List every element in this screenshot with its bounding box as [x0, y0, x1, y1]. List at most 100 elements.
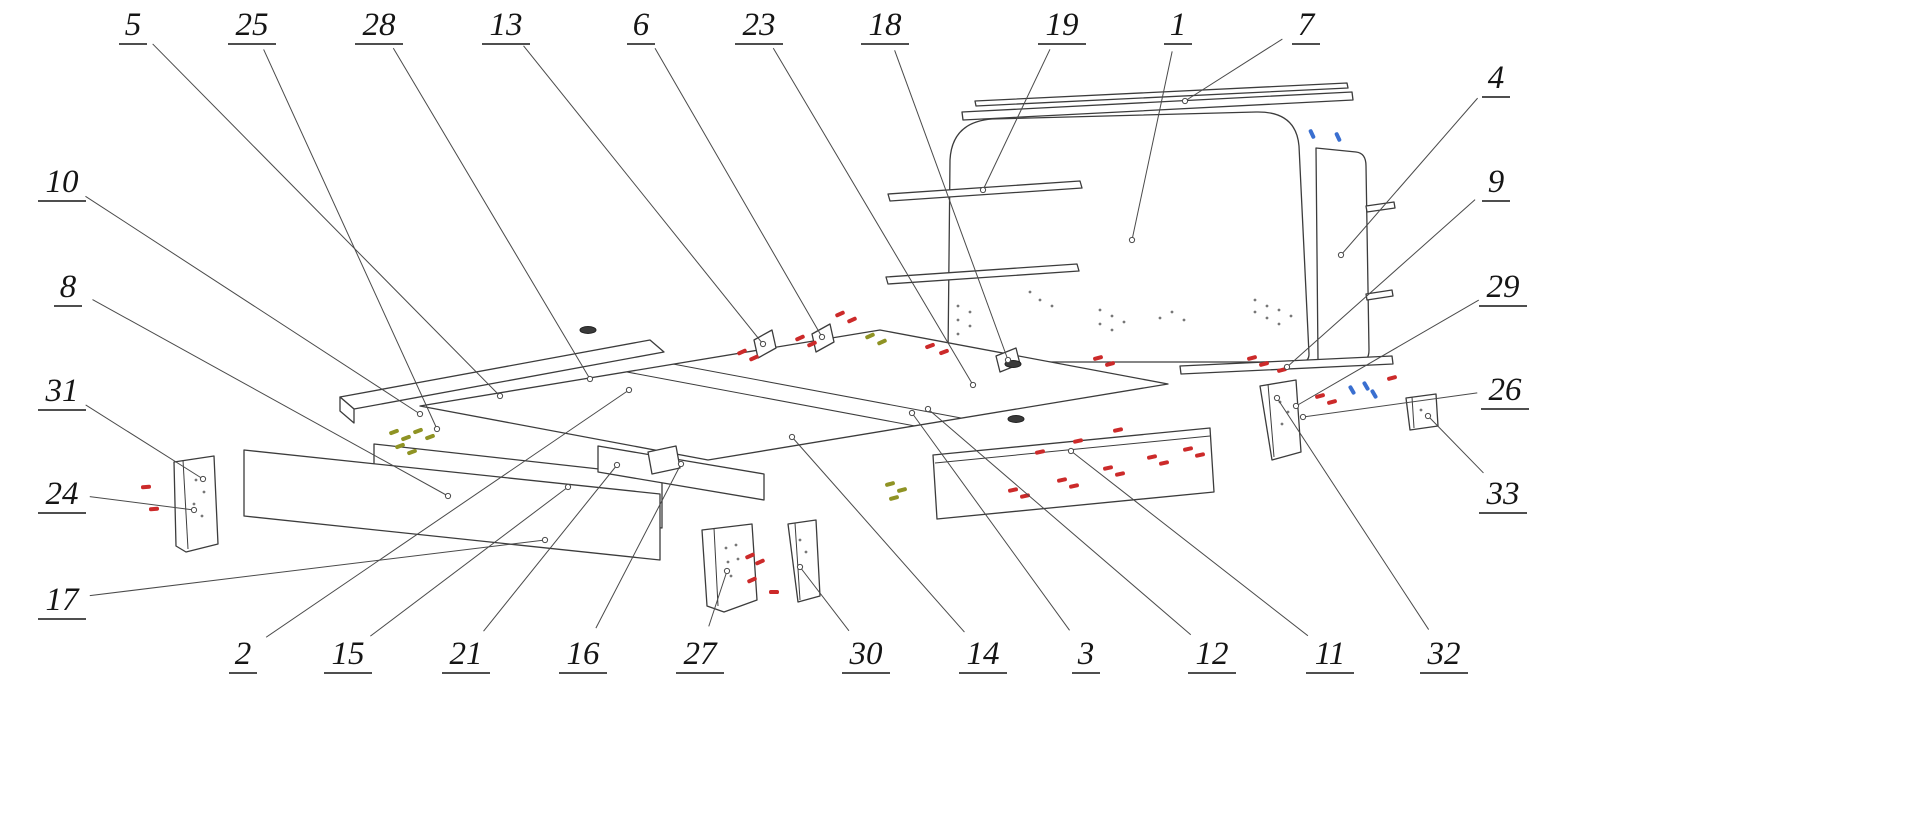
- leader-line-15: [370, 486, 569, 637]
- leader-line-7: [1184, 38, 1283, 102]
- leader-endpoint-6: [818, 333, 826, 341]
- blue-screw-icon: [1348, 385, 1356, 395]
- leader-line-18: [894, 50, 1009, 361]
- leader-line-32: [1276, 397, 1430, 630]
- leader-line-25: [263, 49, 438, 430]
- leader-endpoint-21: [613, 461, 621, 469]
- olive-screw-icon: [889, 495, 899, 501]
- knob-left: [579, 326, 597, 334]
- callout-3: 3: [1077, 636, 1095, 672]
- bracket-31-fold: [182, 459, 189, 550]
- callout-21: 21: [450, 636, 483, 672]
- leader-endpoint-31: [199, 475, 207, 483]
- leader-line-9: [1286, 199, 1476, 368]
- front-rail-outer: [243, 449, 661, 561]
- leader-endpoint-27: [723, 567, 731, 575]
- callout-26: 26: [1489, 372, 1523, 408]
- side-shelf-upper: [1365, 201, 1396, 213]
- leader-line-13: [523, 45, 764, 345]
- red-screw-icon: [1259, 361, 1269, 367]
- leader-endpoint-8: [444, 492, 452, 500]
- bracket-27-fold: [713, 527, 719, 607]
- red-screw-icon: [1113, 427, 1123, 433]
- leader-line-21: [483, 464, 618, 632]
- callout-18: 18: [869, 7, 903, 43]
- red-screw-icon: [737, 348, 747, 356]
- side-shelf-lower: [1365, 289, 1394, 301]
- leader-line-10: [85, 195, 421, 415]
- leader-line-24: [89, 496, 195, 511]
- leader-line-28: [392, 47, 591, 380]
- leader-line-3: [911, 412, 1070, 631]
- leader-line-31: [85, 404, 204, 480]
- red-screw-icon: [1183, 446, 1193, 452]
- callout-10: 10: [46, 164, 80, 200]
- callout-6: 6: [633, 7, 650, 43]
- knob-right: [1007, 415, 1025, 423]
- red-screw-icon: [747, 576, 757, 584]
- red-screw-icon: [148, 506, 160, 512]
- red-screw-icon: [749, 354, 759, 362]
- bracket-29: [1259, 379, 1302, 461]
- leader-endpoint-29: [1292, 402, 1300, 410]
- red-screw-icon: [755, 558, 765, 566]
- leader-line-17: [89, 539, 546, 597]
- red-screw-icon: [1247, 355, 1257, 361]
- callout-9: 9: [1488, 164, 1505, 200]
- callout-15: 15: [332, 636, 365, 672]
- callout-25: 25: [236, 7, 269, 43]
- callout-33: 33: [1486, 476, 1520, 512]
- callout-30: 30: [849, 636, 884, 672]
- olive-screw-icon: [425, 433, 435, 441]
- callout-8: 8: [60, 269, 77, 305]
- red-screw-icon: [769, 590, 779, 594]
- olive-screw-icon: [401, 434, 411, 442]
- deck-panel: [419, 329, 1169, 461]
- olive-screw-icon: [407, 448, 417, 456]
- leader-line-33: [1427, 415, 1484, 474]
- blue-screw-icon: [1334, 132, 1342, 142]
- red-screw-icon: [1159, 460, 1169, 466]
- leader-endpoint-5: [496, 392, 504, 400]
- leader-line-5: [152, 43, 501, 397]
- olive-screw-icon: [395, 442, 405, 450]
- leader-endpoint-3: [908, 409, 916, 417]
- leader-endpoint-13: [759, 340, 767, 348]
- leader-line-2: [265, 389, 630, 638]
- leader-line-26: [1302, 392, 1478, 418]
- leader-line-29: [1295, 299, 1480, 407]
- leader-endpoint-7: [1181, 97, 1189, 105]
- red-screw-icon: [835, 310, 845, 318]
- leader-line-27: [708, 570, 728, 627]
- callout-16: 16: [567, 636, 601, 672]
- leader-endpoint-11: [1067, 447, 1075, 455]
- leader-endpoint-30: [796, 563, 804, 571]
- leader-endpoint-32: [1273, 394, 1281, 402]
- red-screw-icon: [1103, 465, 1113, 471]
- red-screw-icon: [140, 484, 152, 490]
- leader-line-30: [799, 566, 850, 632]
- corner-bracket-front: [647, 445, 681, 475]
- leader-endpoint-33: [1424, 412, 1432, 420]
- red-screw-icon: [1093, 355, 1103, 361]
- leader-endpoint-18: [1004, 356, 1012, 364]
- leader-endpoint-12: [924, 405, 932, 413]
- red-screw-icon: [1387, 375, 1397, 381]
- red-screw-icon: [1057, 477, 1067, 483]
- leader-endpoint-14: [788, 433, 796, 441]
- blue-screw-icon: [1370, 389, 1378, 399]
- red-screw-icon: [1147, 454, 1157, 460]
- red-screw-icon: [1115, 471, 1125, 477]
- leader-endpoint-2: [625, 386, 633, 394]
- leader-endpoint-10: [416, 410, 424, 418]
- callout-28: 28: [363, 7, 397, 43]
- leader-lines: [85, 38, 1484, 638]
- red-screw-icon: [1069, 483, 1079, 489]
- fasteners: [140, 129, 1397, 594]
- bracket-29-fold: [1267, 383, 1275, 458]
- leader-line-11: [1070, 450, 1309, 637]
- leader-endpoint-24: [190, 506, 198, 514]
- red-screw-icon: [1105, 361, 1115, 367]
